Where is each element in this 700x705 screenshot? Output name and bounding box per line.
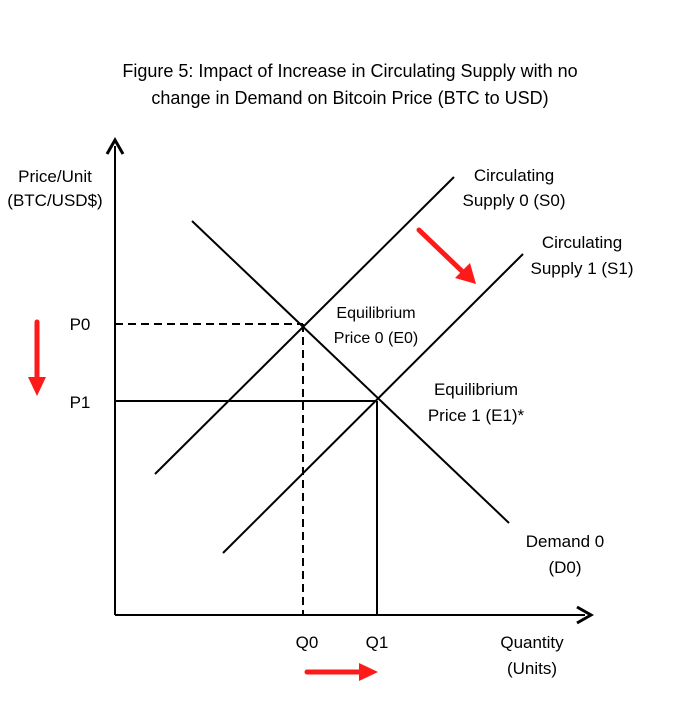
figure-title-line1: Figure 5: Impact of Increase in Circulat… [122, 61, 577, 81]
supply-curve-s0 [154, 176, 455, 475]
price-decrease-arrow [28, 319, 46, 396]
y-axis-label-line2: (BTC/USD$) [7, 191, 102, 210]
d0-label-line2: (D0) [548, 558, 581, 577]
s1-label-line1: Circulating [542, 233, 622, 252]
supply-shift-arrow [416, 227, 476, 284]
supply-curve-s1 [222, 253, 524, 554]
s0-label-line2: Supply 0 (S0) [463, 191, 566, 210]
p0-tick-label: P0 [70, 315, 91, 334]
y-axis-label-line1: Price/Unit [18, 167, 92, 186]
demand-curve-d0 [191, 220, 510, 524]
e0-label-line1: Equilibrium [336, 305, 415, 322]
figure-title-line2: change in Demand on Bitcoin Price (BTC t… [151, 88, 548, 108]
q0-tick-label: Q0 [296, 633, 319, 652]
e1-label-line1: Equilibrium [434, 380, 518, 399]
q1-tick-label: Q1 [366, 633, 389, 652]
e1-label-line2: Price 1 (E1)* [428, 406, 525, 425]
x-axis-label-line1: Quantity [500, 633, 564, 652]
quantity-increase-arrow [304, 663, 378, 681]
d0-label-line1: Demand 0 [526, 532, 604, 551]
s0-label-line1: Circulating [474, 166, 554, 185]
s1-label-line2: Supply 1 (S1) [531, 259, 634, 278]
x-axis-label-line2: (Units) [507, 659, 557, 678]
p1-tick-label: P1 [70, 393, 91, 412]
e0-label-line2: Price 0 (E0) [334, 330, 418, 347]
